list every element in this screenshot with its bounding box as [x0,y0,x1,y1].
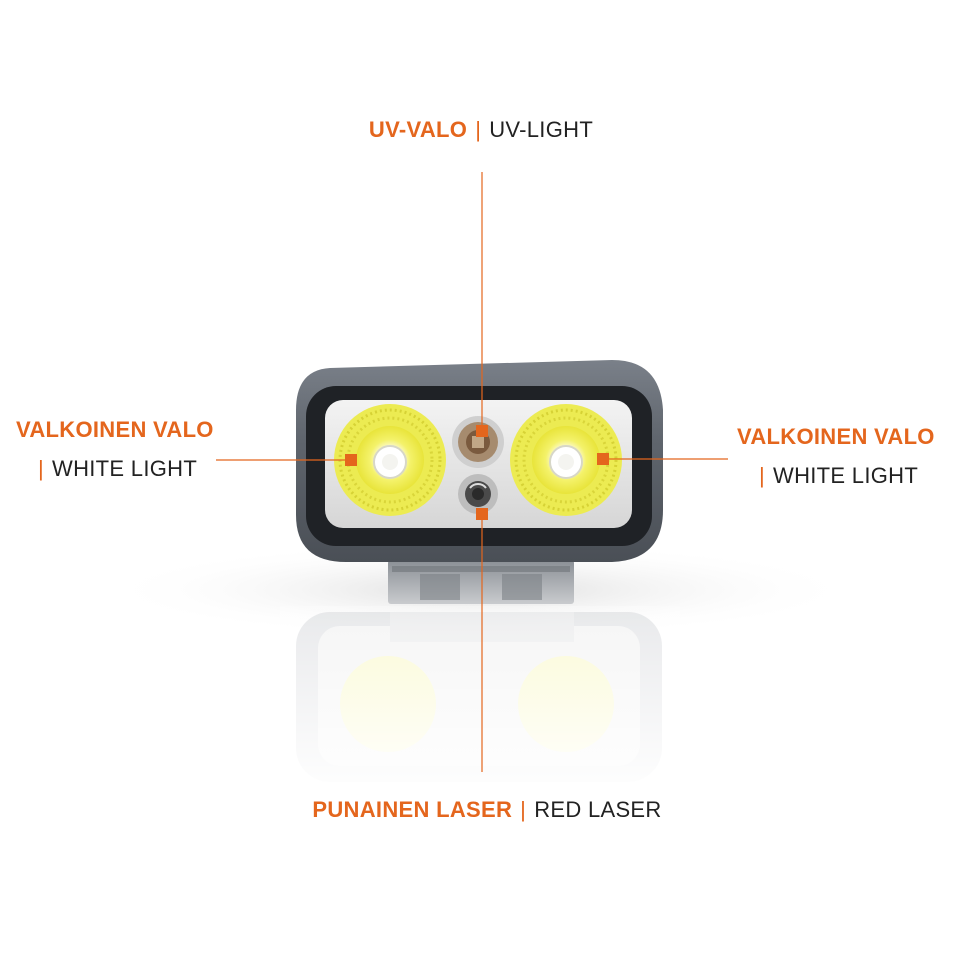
laser-label-en: RED LASER [534,797,662,822]
right-white-light-label-en: | WHITE LIGHT [759,463,918,489]
uv-label-fi: UV-VALO [368,117,468,142]
uv-light-label: UV-VALO | UV-LIGHT [0,117,962,143]
left-label-en: WHITE LIGHT [52,456,198,481]
callout-lines [216,172,728,772]
red-laser [458,474,498,514]
left-led-marker [345,454,357,466]
left-label-separator: | [38,456,45,481]
uv-label-en: UV-LIGHT [489,117,594,142]
left-label-fi: VALKOINEN VALO [16,417,214,442]
callout-markers [345,425,609,520]
mount-bracket [388,560,574,604]
right-led-marker [597,453,609,465]
right-white-light-label-fi: VALKOINEN VALO [737,424,935,450]
laser-marker [476,508,488,520]
uv-marker [476,425,488,437]
right-label-en: WHITE LIGHT [773,463,919,488]
laser-label-fi: PUNAINEN LASER [312,797,513,822]
right-label-separator: | [759,463,766,488]
uv-led [452,416,504,468]
left-white-light-label-en: | WHITE LIGHT [38,456,197,482]
right-label-fi: VALKOINEN VALO [737,424,935,449]
uv-label-separator: | [475,117,482,142]
right-white-led [510,404,622,516]
laser-label-separator: | [520,797,527,822]
left-white-light-label-fi: VALKOINEN VALO [16,417,214,443]
red-laser-label: PUNAINEN LASER | RED LASER [0,797,970,823]
